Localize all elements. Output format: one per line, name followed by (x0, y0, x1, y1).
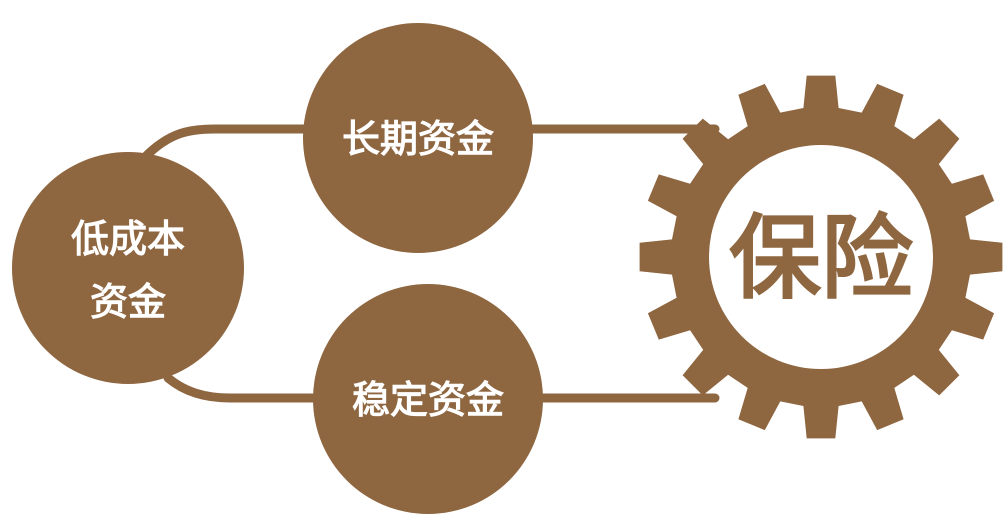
connector-low-cost-to-stable (163, 373, 720, 403)
long-term-funds-circle (303, 23, 533, 253)
gear-hub (709, 145, 933, 369)
stable-funds-circle (313, 284, 543, 514)
insurance-label: 保险 (729, 205, 914, 312)
stable-funds-node: 稳定资金 (313, 284, 543, 514)
connectors (140, 124, 720, 403)
low-cost-funds-node: 低成本 资金 (12, 152, 244, 384)
connector-low-cost-to-long-term (140, 124, 720, 162)
stable-funds-label: 稳定资金 (352, 378, 505, 422)
long-term-funds-node: 长期资金 (303, 23, 533, 253)
low-cost-funds-label-line2: 资金 (90, 280, 167, 324)
gear-icon: 保险 (639, 75, 1003, 439)
low-cost-funds-label-line1: 低成本 (71, 217, 185, 261)
long-term-funds-label: 长期资金 (342, 117, 495, 161)
low-cost-funds-circle (12, 152, 244, 384)
